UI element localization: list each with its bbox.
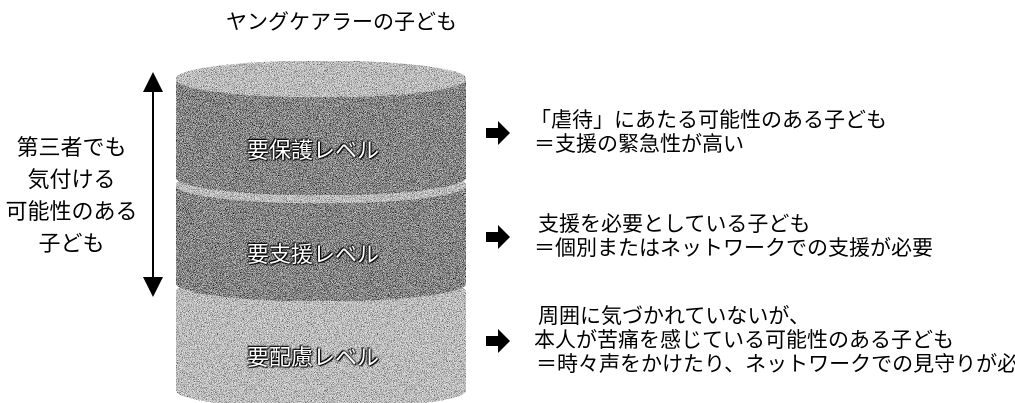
level-description: 周囲に気づかれていないが、 本人が苦痛を感じている可能性のある子ども ＝時々声を… [530,304,1015,376]
right-arrow-icon [486,225,510,249]
description-line: 「虐待」にあたる可能性のある子ども [530,108,887,132]
description-line: 支援を必要としている子ども [538,212,811,236]
diagram-title: ヤングケアラーの子ども [226,10,457,34]
side-label-line: 可能性のある [5,200,138,225]
side-label-line: 第三者でも [16,136,127,161]
right-arrow-icon [486,329,510,353]
right-arrow-icon [486,121,510,145]
segment-yo-hogo [175,60,467,196]
side-label: 第三者でも 気付ける 可能性のある 子ども [0,133,143,261]
description-line: 本人が苦痛を感じている可能性のある子ども [534,328,954,352]
level-label: 要支援レベル [247,243,380,268]
description-line: ＝時々声をかけたり、ネットワークでの見守りが必要 [536,352,1015,376]
side-label-line: 気付ける [27,168,116,193]
description-line: ＝個別またはネットワークでの支援が必要 [534,236,933,260]
level-description: 支援を必要としている子ども ＝個別またはネットワークでの支援が必要 [530,212,933,260]
description-line: ＝支援の緊急性が高い [534,132,744,156]
level-description: 「虐待」にあたる可能性のある子ども ＝支援の緊急性が高い [530,108,887,156]
level-label: 要保護レベル [247,139,380,164]
side-label-line: 子ども [38,232,105,257]
level-label: 要配慮レベル [247,346,380,371]
description-line: 周囲に気づかれていないが、 [538,304,810,328]
